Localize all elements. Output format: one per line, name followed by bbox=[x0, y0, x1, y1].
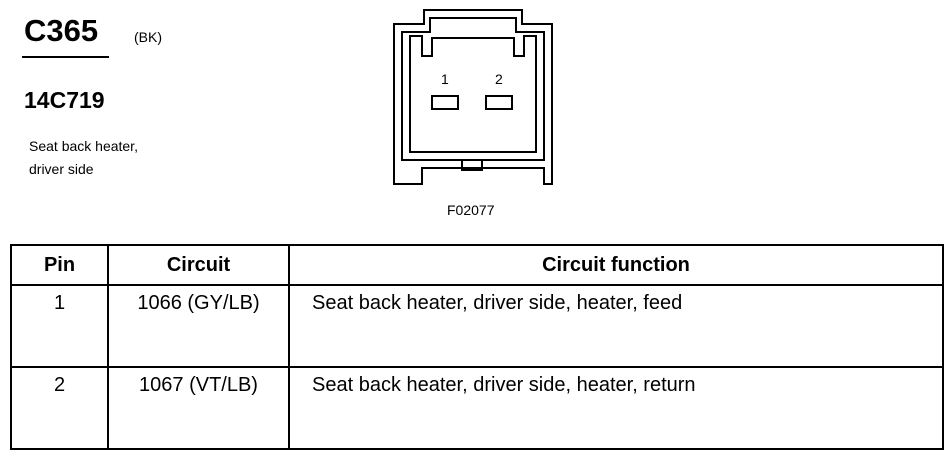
pin-2-terminal bbox=[485, 95, 513, 110]
connector-id-underline bbox=[22, 56, 109, 58]
pin-1-terminal bbox=[431, 95, 459, 110]
pin-1-label: 1 bbox=[441, 71, 449, 87]
connector-color: (BK) bbox=[134, 29, 162, 45]
table-header-row: Pin Circuit Circuit function bbox=[10, 244, 944, 286]
cell-circuit-function: Seat back heater, driver side, heater, f… bbox=[288, 284, 944, 368]
table-row: 1 1066 (GY/LB) Seat back heater, driver … bbox=[10, 284, 944, 368]
cell-pin: 2 bbox=[10, 366, 109, 450]
header-circuit: Circuit bbox=[107, 244, 290, 286]
cell-circuit: 1067 (VT/LB) bbox=[107, 366, 290, 450]
cell-circuit: 1066 (GY/LB) bbox=[107, 284, 290, 368]
cell-pin: 1 bbox=[10, 284, 109, 368]
description-line-1: Seat back heater, bbox=[29, 138, 138, 154]
table-row: 2 1067 (VT/LB) Seat back heater, driver … bbox=[10, 366, 944, 450]
connector-pin-cavity bbox=[409, 35, 537, 153]
part-number: 14C719 bbox=[24, 87, 105, 113]
connector-outer-shell bbox=[393, 9, 553, 185]
header-pin: Pin bbox=[10, 244, 109, 286]
figure-id: F02077 bbox=[447, 202, 495, 218]
connector-latch bbox=[461, 159, 483, 171]
description-line-2: driver side bbox=[29, 161, 94, 177]
connector-face-drawing: 1 2 bbox=[393, 9, 553, 185]
connector-shell-inner-line bbox=[401, 17, 545, 161]
connector-id: C365 bbox=[24, 13, 99, 48]
pin-2-label: 2 bbox=[495, 71, 503, 87]
header-circuit-function: Circuit function bbox=[288, 244, 944, 286]
cell-circuit-function: Seat back heater, driver side, heater, r… bbox=[288, 366, 944, 450]
pin-table: Pin Circuit Circuit function 1 1066 (GY/… bbox=[10, 244, 944, 450]
